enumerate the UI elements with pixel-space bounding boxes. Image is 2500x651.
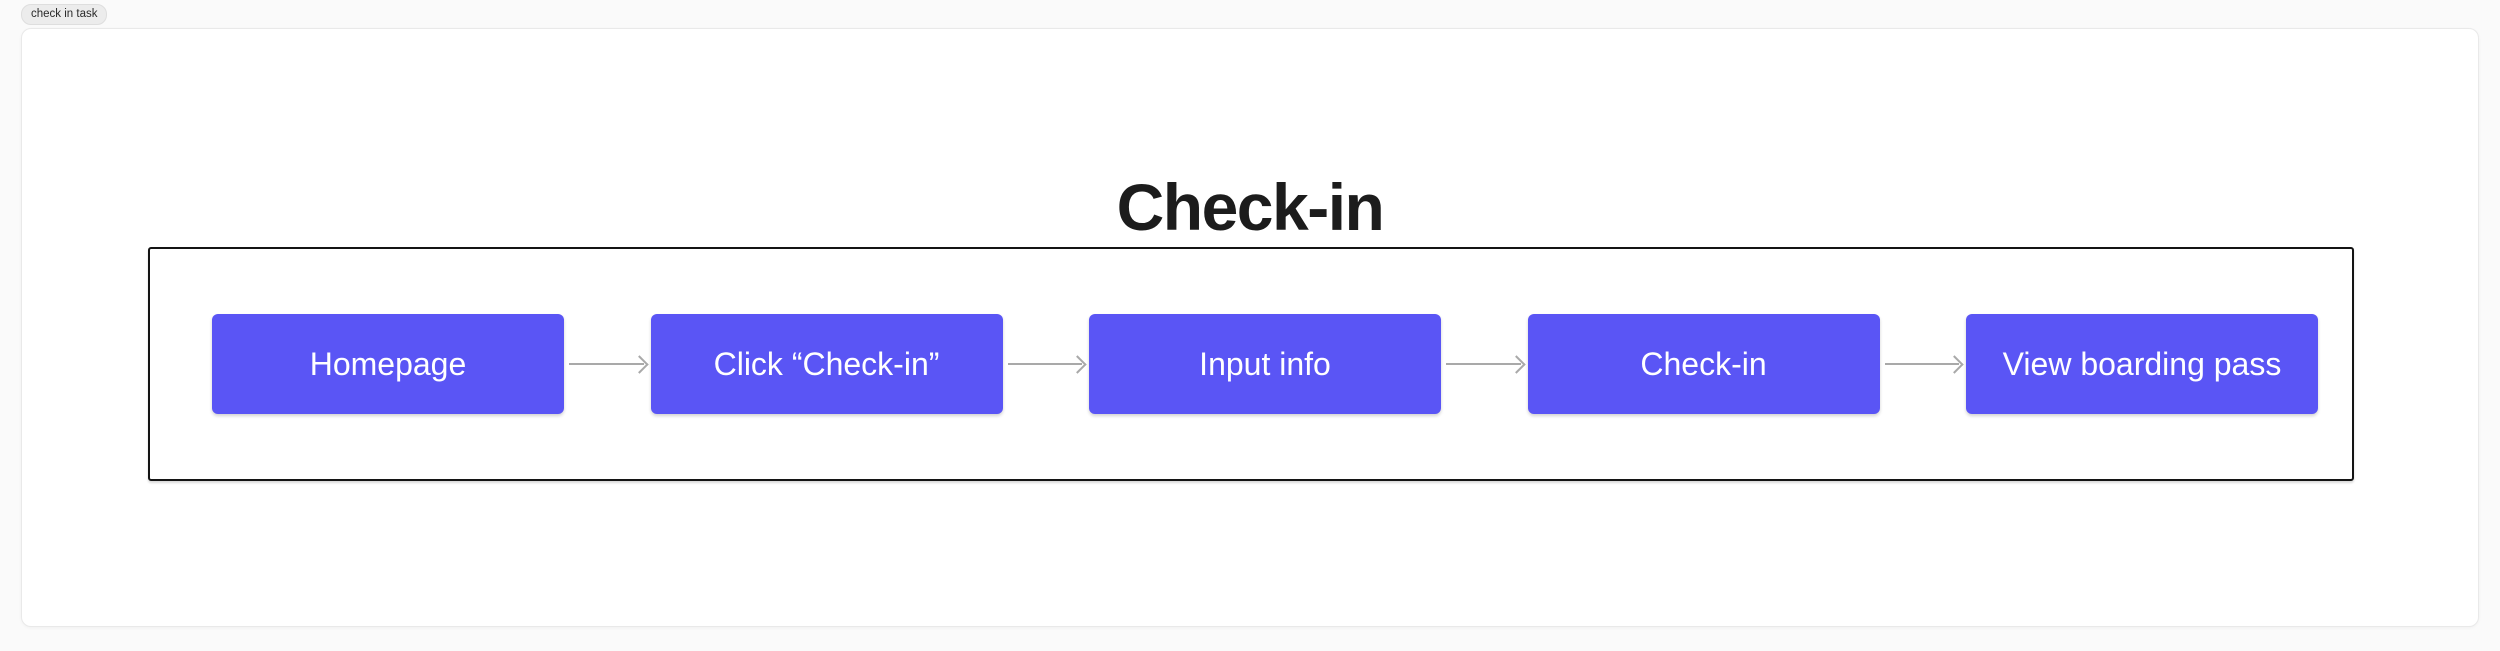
arrow-line [1446, 363, 1521, 365]
flow-frame: Homepage Click “Check-in” Input info Che… [148, 247, 2354, 481]
node-input-info[interactable]: Input info [1089, 314, 1441, 414]
node-check-in[interactable]: Check-in [1527, 314, 1880, 414]
task-tag[interactable]: check in task [21, 4, 108, 25]
arrow-line [1884, 363, 1959, 365]
arrow-head-icon [1945, 354, 1964, 374]
node-click-check-in[interactable]: Click “Check-in” [650, 314, 1003, 414]
node-view-boarding-pass[interactable]: View boarding pass [1966, 314, 2318, 414]
node-homepage[interactable]: Homepage [212, 314, 564, 414]
arrow-head-icon [1506, 354, 1526, 374]
arrow-line [1007, 363, 1082, 365]
arrow-head-icon [1068, 354, 1087, 374]
arrow-line [569, 363, 644, 365]
flow-arrow-icon [569, 354, 649, 374]
flow-arrow-icon [1007, 354, 1087, 374]
arrow-head-icon [629, 354, 649, 374]
flow-arrow-icon [1884, 354, 1964, 374]
board-panel: Check-in Homepage Click “Check-in” Input… [21, 28, 2479, 627]
diagram-title: Check-in [1116, 170, 1385, 244]
flow-arrow-icon [1446, 354, 1526, 374]
